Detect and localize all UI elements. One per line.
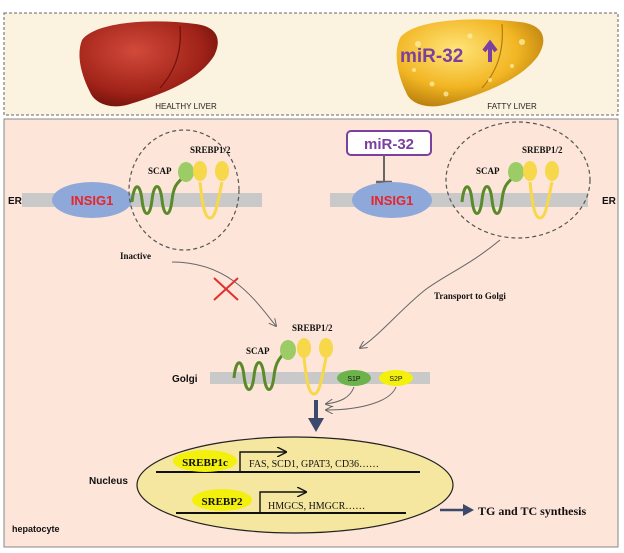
inactive-arrow (171, 261, 276, 326)
srebp-right-head-1 (523, 161, 537, 181)
srebp-golgi-head-1 (297, 338, 311, 358)
mir-32-box (346, 130, 432, 156)
srebp-left-head-2 (215, 161, 229, 181)
srebp2-targets: HMGCS, HMGCR…… (268, 501, 365, 512)
golgi-section: Golgi SCAP SREBP1/2 S1P S2P (172, 323, 430, 432)
srebp-golgi-label: SREBP1/2 (292, 323, 333, 333)
golgi-to-nucleus-arrowhead (308, 418, 324, 432)
srebp1c-targets: FAS, SCD1, GPAT3, CD36…… (249, 459, 379, 470)
srebp-golgi-chain (302, 357, 328, 396)
scap-golgi-helices (232, 351, 286, 391)
srebp-left-label: SREBP1/2 (190, 145, 231, 155)
scap-left-head (178, 162, 194, 182)
transport-label: Transport to Golgi (434, 291, 506, 301)
srebp1c-transcription-arrow (239, 452, 286, 472)
s2p-label: S2P (389, 376, 403, 383)
s1p-label: S1P (347, 376, 361, 383)
srebp-right-label: SREBP1/2 (522, 145, 563, 155)
output-label: TG and TC synthesis (478, 504, 586, 518)
scap-right-head (508, 162, 524, 182)
srebp2-transcription-arrow (259, 492, 306, 513)
scap-srebp-complex-left-circle (128, 129, 240, 251)
inactive-label: Inactive (120, 251, 151, 261)
healthy-liver-lobe-line (159, 25, 181, 89)
insig1-right (352, 182, 432, 218)
hepatocyte-label: hepatocyte (12, 524, 60, 534)
up-arrow-icon (482, 39, 498, 62)
srebp-left-head-1 (193, 161, 207, 181)
fatty-liver-droplets (412, 33, 525, 97)
nucleus-section: Nucleus SREBP1c FAS, SCD1, GPAT3, CD36……… (89, 436, 586, 534)
srebp1c-label: SREBP1c (182, 457, 228, 469)
s1p-protease (337, 370, 371, 386)
er-left-label: ER (8, 196, 23, 207)
s2p-cleavage-arrow (326, 386, 397, 410)
er-left-section: ER INSIG1 SCAP SREBP1/2 Inactive (8, 129, 262, 261)
nucleus-ellipse (136, 436, 454, 534)
srebp2-highlight (192, 489, 252, 511)
srebp-golgi-head-2 (319, 338, 333, 358)
srebp2-label: SREBP2 (202, 496, 243, 508)
fatty-liver-label: FATTY LIVER (487, 102, 537, 111)
srebp-left-chain (198, 181, 224, 220)
srebp-right-head-2 (545, 161, 559, 181)
scap-golgi-label: SCAP (246, 346, 270, 356)
insig1-left (52, 182, 132, 218)
scap-right-helices (460, 177, 514, 215)
scap-right-label: SCAP (476, 166, 500, 176)
s2p-protease (379, 370, 413, 386)
nucleus-label: Nucleus (89, 476, 128, 487)
healthy-liver-icon (79, 21, 218, 107)
output-arrowhead (463, 504, 474, 516)
insig1-left-label: INSIG1 (71, 193, 114, 208)
scap-golgi-head (280, 340, 296, 360)
insig1-right-label: INSIG1 (371, 193, 414, 208)
transport-arrow (360, 239, 501, 348)
srebp-right-chain (528, 181, 554, 220)
scap-srebp-complex-right-circle (445, 121, 591, 239)
scap-left-label: SCAP (148, 166, 172, 176)
er-right-label: ER (602, 196, 617, 207)
s1p-cleavage-arrow (326, 386, 355, 404)
mir-32-up-label: miR-32 (400, 46, 463, 67)
top-panel: HEALTHY LIVER miR-32 FATTY LIVER (3, 12, 619, 116)
flow-arrows (171, 239, 501, 348)
er-right-section: ER miR-32 INSIG1 SCAP SREBP1/2 Transport… (330, 121, 617, 301)
srebp1c-highlight (173, 450, 237, 472)
mir-32-box-label: miR-32 (364, 136, 414, 153)
healthy-liver-label: HEALTHY LIVER (155, 102, 217, 111)
golgi-label: Golgi (172, 374, 198, 385)
red-x-icon (213, 277, 239, 301)
scap-left-helices (130, 177, 184, 215)
fatty-liver-lobe-line (481, 23, 503, 89)
